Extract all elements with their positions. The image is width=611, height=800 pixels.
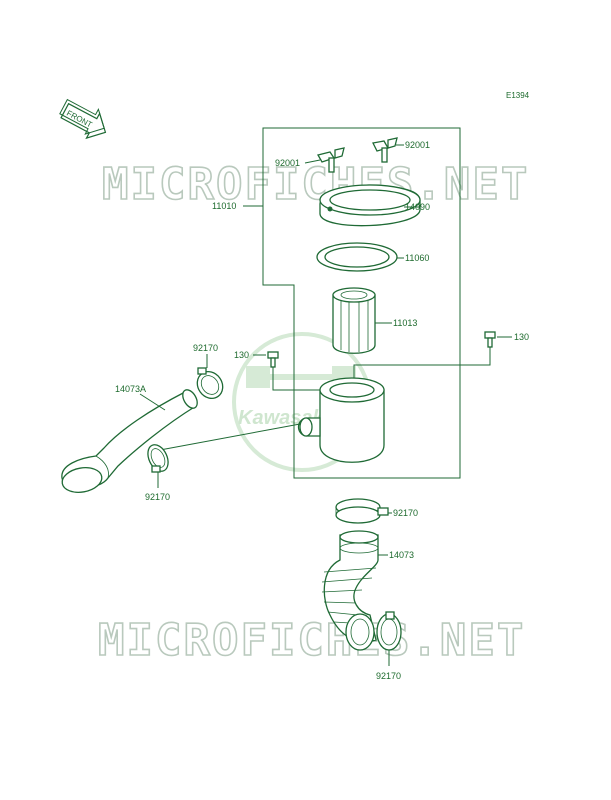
label-92170-top: 92170 <box>193 343 218 353</box>
label-92170-mid: 92170 <box>393 508 418 518</box>
bolt-right <box>484 331 496 348</box>
label-11010: 11010 <box>212 201 236 211</box>
label-14090: 14090 <box>405 202 430 212</box>
label-92001-right: 92001 <box>405 140 430 150</box>
label-11013: 11013 <box>393 318 417 328</box>
front-arrow-icon: FRONT <box>59 98 107 140</box>
label-92170-bottom: 92170 <box>376 671 401 681</box>
air-cleaner-housing <box>297 377 385 463</box>
label-14073A: 14073A <box>115 384 146 394</box>
filter-element <box>332 287 376 354</box>
hose-clamp-top <box>196 367 224 400</box>
hose-clamp-bottom <box>376 611 402 651</box>
wing-bolt-right <box>372 137 398 163</box>
label-11060: 11060 <box>405 253 429 263</box>
label-130-left: 130 <box>234 350 249 360</box>
bolt-left <box>267 351 279 368</box>
assembly-bracket <box>262 127 461 479</box>
hose-clamp-left <box>147 444 169 473</box>
flexible-hose <box>321 530 379 651</box>
wing-bolt-left <box>317 147 345 173</box>
gasket <box>316 242 398 272</box>
intake-duct <box>61 389 198 493</box>
air-cleaner-cover <box>319 184 421 227</box>
label-130-right: 130 <box>514 332 529 342</box>
label-92001-left: 92001 <box>275 158 300 168</box>
diagram-code: E1394 <box>506 91 530 100</box>
watermark-bottom: MICROFICHES.NET <box>98 615 525 666</box>
hose-clamp-middle <box>335 498 389 524</box>
label-14073: 14073 <box>389 550 414 560</box>
watermark-top: MICROFICHES.NET <box>102 159 529 210</box>
label-92170-left: 92170 <box>145 492 170 502</box>
